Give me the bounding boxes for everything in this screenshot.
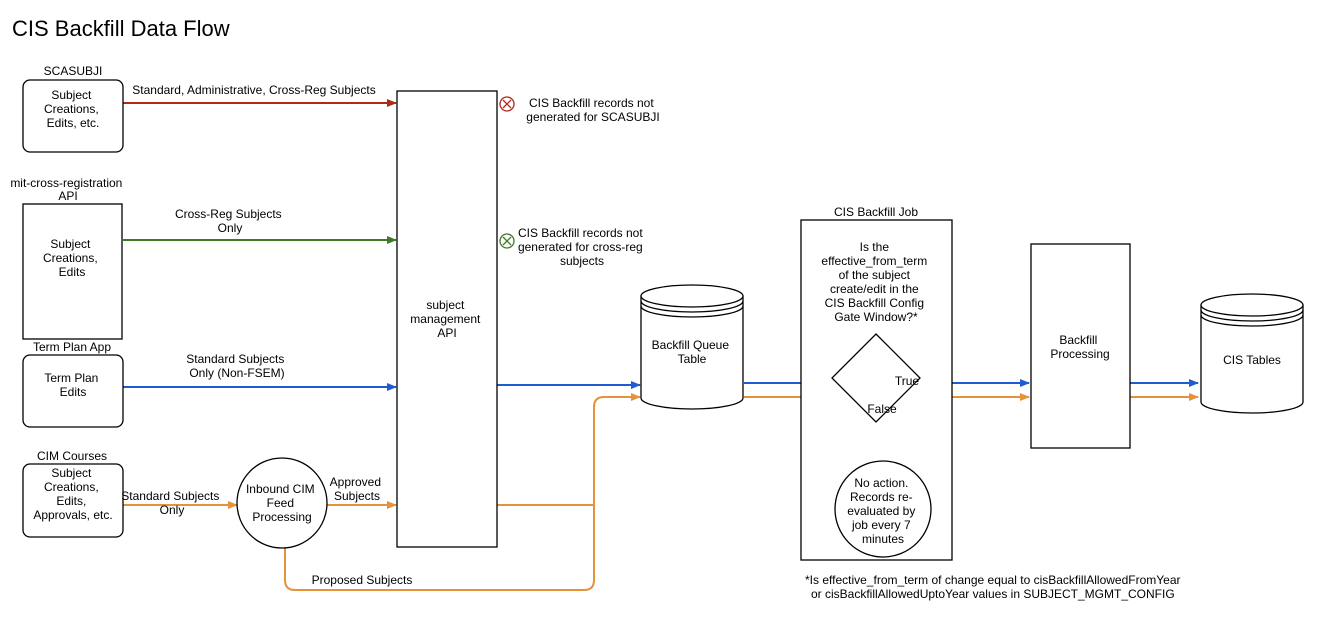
gate-window-question: Is the effective_from_term of the subjec… (821, 240, 930, 324)
subject-management-api-box (396, 90, 498, 548)
scasubji-text: Subject Creations, Edits, etc. (44, 88, 102, 130)
true-label: True (895, 374, 920, 388)
cis-backfill-job-header: CIS Backfill Job (834, 205, 918, 219)
cis-tables-cylinder (1200, 293, 1304, 414)
no-action-text: No action. Records re- evaluated by job … (847, 476, 918, 546)
mitcross-box (22, 203, 123, 340)
termplan-box (22, 354, 124, 428)
subject-management-api-text: subject management API (410, 298, 483, 340)
backfill-processing-box (1030, 243, 1131, 449)
false-label: False (867, 402, 897, 416)
cim-header: CIM Courses (37, 449, 107, 463)
termplan-text: Term Plan Edits (44, 371, 101, 399)
edge-label-proposed: Proposed Subjects (312, 573, 413, 587)
backfill-queue-table-cylinder (640, 284, 744, 410)
edge-proposed-to-queue (284, 393, 641, 591)
scasubji-header: SCASUBJI (44, 64, 103, 78)
termplan-header: Term Plan App (33, 340, 111, 354)
cim-text: Subject Creations, Edits, Approvals, etc… (33, 466, 112, 522)
cim-box (22, 463, 124, 538)
edge-label-cim: Standard Subjects Only (121, 489, 222, 517)
mitcross-header: mit-cross-registration API (10, 176, 125, 203)
red-x-icon (499, 96, 515, 112)
backfill-queue-text: Backfill Queue Table (652, 338, 733, 366)
green-x-icon (499, 233, 515, 249)
crossreg-note: CIS Backfill records not generated for c… (518, 226, 646, 268)
inbound-cim-text: Inbound CIM Feed Processing (246, 482, 318, 524)
scasubji-box (22, 79, 124, 153)
gate-window-decision-diamond (831, 333, 921, 423)
scasubji-note: CIS Backfill records not generated for S… (526, 96, 659, 124)
backfill-processing-text: Backfill Processing (1050, 333, 1109, 361)
edge-label-scasubji: Standard, Administrative, Cross-Reg Subj… (132, 83, 375, 97)
gate-window-footnote: *Is effective_from_term of change equal … (805, 573, 1184, 601)
inbound-cim-circle (236, 457, 328, 549)
no-action-circle (834, 460, 932, 558)
edge-label-termplan: Standard Subjects Only (Non-FSEM) (186, 352, 287, 380)
mitcross-text: Subject Creations, Edits (43, 237, 101, 279)
edge-label-approved: Approved Subjects (330, 475, 385, 503)
page-title: CIS Backfill Data Flow (12, 16, 230, 41)
edge-label-mitcross: Cross-Reg Subjects Only (175, 207, 285, 235)
cis-tables-text: CIS Tables (1223, 353, 1281, 367)
